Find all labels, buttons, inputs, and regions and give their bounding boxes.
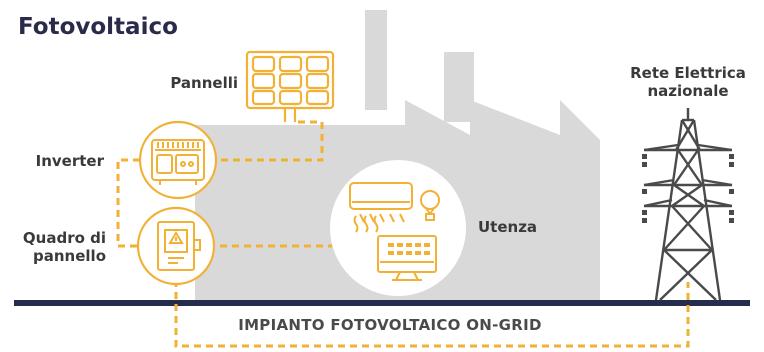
label-pannelli: Pannelli xyxy=(170,74,238,92)
ground-line xyxy=(14,300,750,306)
utenza-icon xyxy=(330,160,466,296)
page-title: Fotovoltaico xyxy=(18,14,178,40)
quadro-icon xyxy=(136,206,216,286)
inverter-icon xyxy=(138,120,218,200)
label-rete: Rete Elettrica nazionale xyxy=(620,64,756,100)
power-tower-icon xyxy=(643,108,733,301)
connection-lines xyxy=(116,120,690,348)
tower-insulators xyxy=(642,154,734,223)
diagram-caption: IMPIANTO FOTOVOLTAICO ON-GRID xyxy=(238,316,542,334)
label-quadro-line1: Quadro di xyxy=(22,229,106,247)
label-quadro-line2: pannello xyxy=(33,247,106,265)
label-quadro: Quadro di pannello xyxy=(6,229,106,265)
label-inverter: Inverter xyxy=(35,152,104,170)
solar-panel-icon xyxy=(245,50,335,122)
label-utenza: Utenza xyxy=(478,218,538,236)
label-rete-line1: Rete Elettrica xyxy=(630,64,746,82)
label-rete-line2: nazionale xyxy=(647,82,729,100)
